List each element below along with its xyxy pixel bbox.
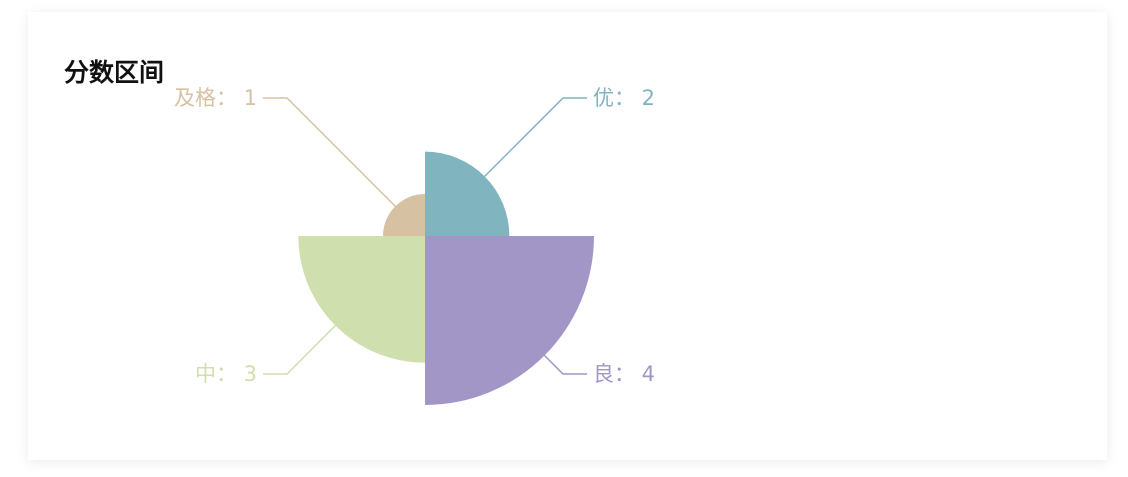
- rose-slice-中[interactable]: [298, 236, 425, 363]
- leader-line-优: [473, 97, 587, 188]
- slice-label-优: 优： 2: [593, 86, 655, 110]
- slice-label-及格: 及格： 1: [174, 86, 257, 110]
- card-title: 分数区间: [64, 58, 165, 87]
- slice-label-良: 良： 4: [593, 362, 655, 386]
- rose-chart: 优： 2 良： 4 中： 3 及格： 1: [174, 86, 655, 405]
- rose-slice-及格[interactable]: [383, 194, 425, 236]
- leader-line-及格: [263, 97, 402, 213]
- leader-line-良: [522, 333, 587, 375]
- slice-label-中: 中： 3: [195, 362, 257, 386]
- rose-slice-良[interactable]: [425, 236, 594, 405]
- rose-slice-优[interactable]: [425, 151, 510, 236]
- leader-line-中: [263, 308, 353, 375]
- score-range-card: 分数区间 优： 2 良： 4 中： 3 及格： 1: [28, 12, 1107, 460]
